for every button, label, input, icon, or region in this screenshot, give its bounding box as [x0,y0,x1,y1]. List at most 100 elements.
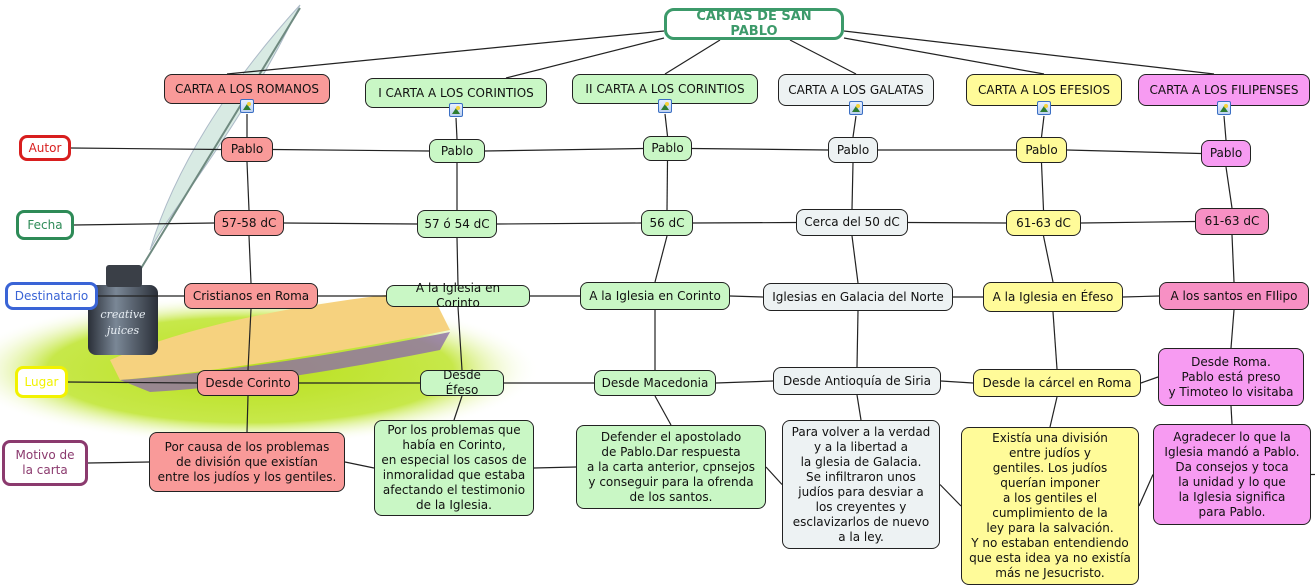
lugar-node-1[interactable]: Desde Éfeso [420,368,504,397]
motivo-node-3[interactable]: Para volver a la verdad y a la libertad … [782,420,940,549]
column-connector [246,395,249,433]
root-connector [664,39,721,75]
image-icon[interactable] [849,101,863,115]
column-connector [247,308,252,371]
fecha-node-2[interactable]: 56 dC [641,210,693,236]
row-connector [765,466,783,485]
image-icon[interactable] [1217,101,1231,115]
row-connector [691,147,829,151]
image-icon[interactable] [1037,101,1051,115]
destinatario-node-2[interactable]: A la Iglesia en Corinto [580,282,730,310]
letter-title-3[interactable]: CARTA A LOS GALATAS [778,74,934,106]
image-icon[interactable] [240,99,254,113]
row-connector [715,380,774,384]
column-connector [654,235,668,283]
column-connector [248,235,252,284]
fecha-node-4[interactable]: 61-63 dC [1006,210,1081,236]
column-connector [1042,235,1054,283]
column-connector [654,395,672,426]
row-connector [272,148,430,152]
column-connector [455,117,458,140]
row-connector [939,484,962,507]
destinatario-node-3[interactable]: Iglesias en Galacia del Norte [763,283,953,311]
image-icon[interactable] [449,103,463,117]
autor-node-5[interactable]: Pablo [1201,140,1251,167]
label-autor[interactable]: Autor [19,135,71,161]
row-connector [940,380,974,384]
destinatario-node-0[interactable]: Cristianos en Roma [184,283,318,309]
root-connector [843,37,1045,75]
column-connector [856,394,862,421]
row-connector [1140,376,1159,384]
row-connector [73,222,215,226]
motivo-node-4[interactable]: Existía una división entre judíos y gent… [961,427,1139,585]
label-lugar[interactable]: Lugar [15,366,68,398]
column-connector [851,235,859,284]
label-fecha[interactable]: Fecha [16,210,74,240]
letter-title-5[interactable]: CARTA A LOS FILIPENSES [1138,74,1310,106]
autor-node-1[interactable]: Pablo [429,139,485,163]
lugar-node-3[interactable]: Desde Antioquía de Siria [773,367,941,395]
motivo-node-5[interactable]: Agradecer lo que la Iglesia mandó a Pabl… [1153,424,1311,525]
autor-node-0[interactable]: Pablo [221,137,273,162]
column-connector [1223,115,1227,141]
row-connector [1080,220,1196,224]
column-connector [852,115,857,138]
column-connector [1225,166,1233,209]
column-connector [456,237,459,286]
root-node[interactable]: CARTAS DE SAN PABLO [664,8,844,40]
column-connector [453,395,463,421]
autor-node-3[interactable]: Pablo [828,137,878,163]
lugar-node-5[interactable]: Desde Roma. Pablo está preso y Timoteo l… [1158,348,1304,406]
column-connector [1040,115,1045,138]
row-connector [67,381,198,384]
row-connector [70,147,222,151]
row-connector [1122,295,1160,298]
image-icon[interactable] [658,99,672,113]
column-connector [246,161,250,211]
row-connector [484,147,644,152]
autor-node-2[interactable]: Pablo [643,136,692,161]
column-connector [1049,396,1058,428]
destinatario-node-1[interactable]: A la Iglesia en Corinto [386,281,530,310]
root-connector [505,37,665,79]
row-connector [692,221,797,224]
column-connector [851,162,854,210]
column-connector [856,310,859,368]
row-connector [496,222,642,225]
column-connector [664,113,669,137]
root-connector [226,30,665,75]
root-connector [789,39,857,75]
motivo-node-0[interactable]: Por causa de los problemas de división q… [149,432,345,492]
fecha-node-3[interactable]: Cerca del 50 dC [796,209,908,236]
column-connector [1040,162,1045,211]
column-connector [457,306,463,371]
motivo-node-1[interactable]: Por los problemas que había en Corinto, … [374,420,534,516]
column-connector [1230,309,1235,349]
lugar-node-0[interactable]: Desde Corinto [197,370,299,396]
column-connector [1230,405,1233,425]
fecha-node-1[interactable]: 57 ó 54 dC [417,210,497,238]
lugar-node-4[interactable]: Desde la cárcel en Roma [973,369,1141,397]
column-connector [1231,234,1235,283]
row-connector [533,466,577,469]
row-connector [907,221,1007,224]
row-connector [1138,474,1154,507]
destinatario-node-5[interactable]: A los santos en FIlipo [1159,282,1309,310]
fecha-node-0[interactable]: 57-58 dC [214,210,284,236]
row-connector [283,222,418,225]
destinatario-node-4[interactable]: A la Iglesia en Éfeso [983,282,1123,312]
motivo-node-2[interactable]: Defender el apostolado de Pablo.Dar resp… [576,425,766,509]
autor-node-4[interactable]: Pablo [1016,137,1067,163]
row-connector [729,295,764,298]
lugar-node-2[interactable]: Desde Macedonia [594,370,716,396]
row-connector [344,461,375,469]
column-connector [666,160,669,211]
fecha-node-5[interactable]: 61-63 dC [1195,208,1269,235]
label-motivo[interactable]: Motivo de la carta [2,440,88,486]
row-connector [1066,149,1202,155]
letter-title-1[interactable]: I CARTA A LOS CORINTIOS [365,78,547,108]
column-connector [1052,311,1058,370]
label-destinatario[interactable]: Destinatario [5,282,98,310]
